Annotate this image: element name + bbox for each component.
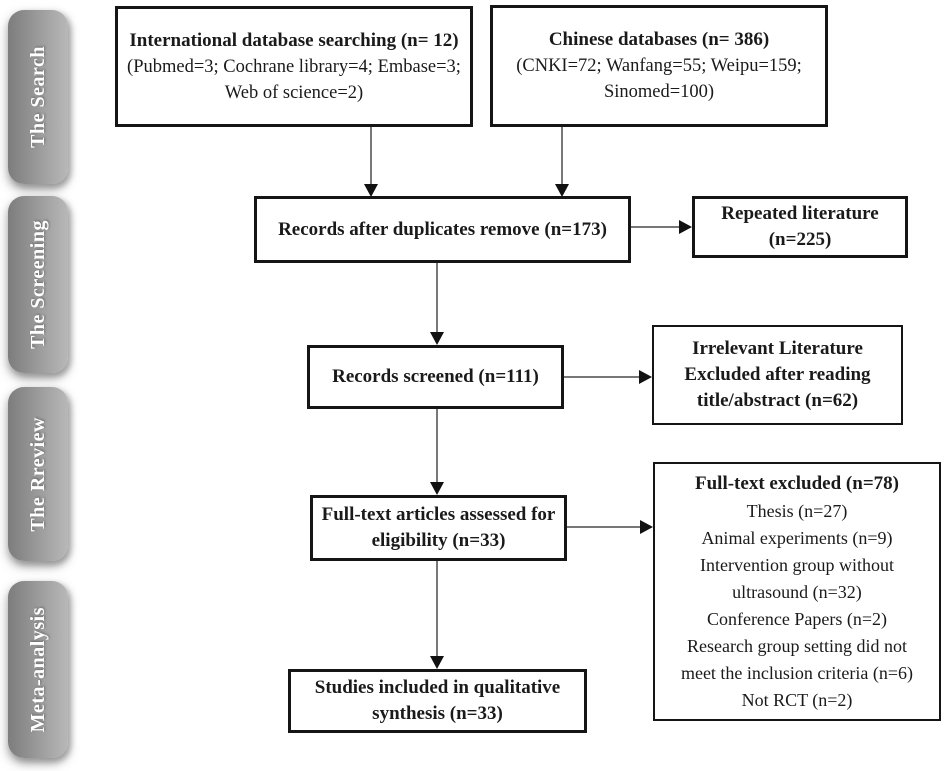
box-records-after-duplicates: Records after duplicates remove (n=173) [254,196,631,263]
box-international-line1: (Pubmed=3; Cochrane library=4; Embase=3; [127,56,461,77]
arrowhead-fulltext-to-included [430,656,444,669]
box-excluded-reason-conference: Conference Papers (n=2) [706,608,888,629]
box-excluded-title: Full-text excluded (n=78) [695,472,899,494]
arrowhead-screened-to-fulltext [430,482,444,495]
box-fulltext-line2: eligibility (n=33) [371,530,506,551]
box-screened-title: Records screened (n=111) [332,366,539,387]
box-duplicates-title: Records after duplicates remove (n=173) [278,218,607,240]
stage-tab-review: The Rreview [8,387,68,561]
box-irrelevant-line3: title/abstract (n=62) [696,390,859,411]
box-included-line1: Studies included in qualitative [314,677,561,698]
box-fulltext-excluded: Full-text excluded (n=78) Thesis (n=27) … [653,462,941,721]
box-excluded-reason-intervention-line2: ultrasound (n=32) [732,581,862,602]
arrowhead-duplicates-to-repeated [679,220,692,234]
box-fulltext-assessed: Full-text articles assessed for eligibil… [310,495,567,561]
stage-tab-screening: The Screening [8,196,68,373]
box-repeated-line1: Repeated literature [721,203,879,224]
box-excluded-reason-setting-line1: Research group setting did not [687,635,907,656]
stage-tab-review-label: The Rreview [26,416,49,532]
box-excluded-reason-animal: Animal experiments (n=9) [701,527,893,548]
box-international-line2: Web of science=2) [224,82,364,103]
arrowhead-screened-to-irrelevant [639,370,652,384]
stage-tab-meta-analysis-label: Meta-analysis [26,606,49,733]
box-chinese-title: Chinese databases (n= 386) [548,29,770,50]
box-included-line2: synthesis (n=33) [372,703,503,724]
box-repeated-line2: (n=225) [768,229,832,250]
box-international-title: International database searching (n= 12) [129,29,459,51]
arrowhead-fulltext-to-excluded [640,520,653,534]
box-records-screened: Records screened (n=111) [307,345,564,409]
box-excluded-reason-not-rct: Not RCT (n=2) [741,689,853,710]
box-studies-included: Studies included in qualitative synthesi… [288,669,587,733]
box-international-databases: International database searching (n= 12)… [115,6,473,127]
box-irrelevant-line1: Irrelevant Literature [692,338,863,359]
arrowhead-duplicates-to-screened [430,332,444,345]
stage-tab-search-label: The Search [26,46,49,148]
box-excluded-reason-setting-line2: meet the inclusion criteria (n=6) [680,662,914,683]
box-excluded-reason-intervention-line1: Intervention group without [700,554,894,575]
box-repeated-literature: Repeated literature (n=225) [692,196,908,258]
box-irrelevant-line2: Excluded after reading [684,364,871,385]
stage-tab-search: The Search [8,10,68,184]
box-irrelevant-literature: Irrelevant Literature Excluded after rea… [652,325,903,425]
box-excluded-reason-thesis: Thesis (n=27) [746,500,848,521]
box-chinese-line1: (CNKI=72; Wanfang=55; Weipu=159; [516,56,802,76]
box-chinese-line2: Sinomed=100) [603,82,715,102]
box-fulltext-line1: Full-text articles assessed for [321,504,556,525]
stage-tab-screening-label: The Screening [26,220,49,349]
box-chinese-databases: Chinese databases (n= 386) (CNKI=72; Wan… [490,5,828,127]
stage-tab-meta-analysis: Meta-analysis [8,581,68,758]
